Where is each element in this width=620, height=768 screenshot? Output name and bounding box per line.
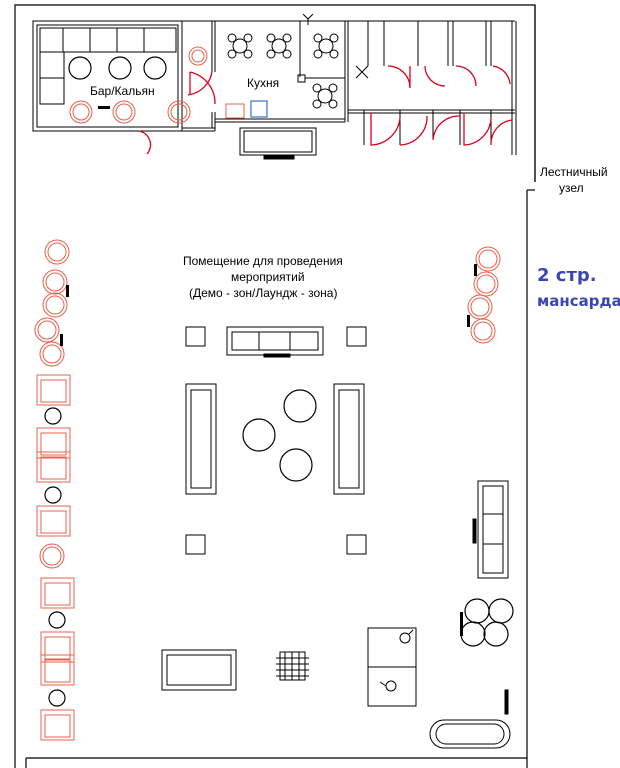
left-stools xyxy=(34,239,70,367)
lounge-sofa-right xyxy=(333,383,365,495)
left-wall-mark-2 xyxy=(60,334,63,346)
left-side-stool xyxy=(39,543,65,569)
tv-console xyxy=(239,127,317,160)
bottom-right-couch xyxy=(429,689,511,749)
kitchen-chairs xyxy=(225,103,245,119)
right-round-tables xyxy=(460,598,514,647)
bar-room-label: Бар/Кальян xyxy=(90,84,155,98)
kitchen-label: Кухня xyxy=(247,76,279,90)
bar-stools xyxy=(69,46,208,124)
hall-label-line3: (Демо - зон/Лаундж - зона) xyxy=(189,286,337,300)
kitchen-fixtures xyxy=(297,13,369,83)
ping-pong-table xyxy=(367,627,417,707)
right-sofa xyxy=(472,480,509,579)
floor-note-line1: 2 стр. xyxy=(537,265,597,286)
right-wall-mark-1 xyxy=(474,264,477,276)
lounge-coffee-tables xyxy=(242,389,317,482)
bar-tables xyxy=(68,56,167,80)
right-wall-mark-2 xyxy=(467,315,470,327)
kitchen-tables xyxy=(227,33,339,109)
stair-label-line1: Лестничный xyxy=(540,165,608,179)
left-armchairs xyxy=(36,374,75,741)
kitchen-fridge xyxy=(250,100,268,118)
floor-note-line2: мансарда xyxy=(537,292,620,310)
hall-label-line2: мероприятий xyxy=(231,270,305,284)
outer-walls xyxy=(14,4,536,768)
right-tables-mark xyxy=(460,612,463,636)
billiard-table xyxy=(161,649,237,691)
lounge-sofa-left xyxy=(185,383,217,495)
bar-counter-mark xyxy=(98,106,110,109)
foosball-table xyxy=(276,651,309,681)
left-wall-mark-1 xyxy=(66,285,69,297)
bar-sofa xyxy=(39,27,177,105)
right-stools xyxy=(467,246,501,344)
columns xyxy=(185,326,367,555)
hall-label-line1: Помещение для проведения xyxy=(183,254,343,268)
top-room-walls xyxy=(32,20,517,155)
doors xyxy=(138,65,513,155)
left-small-tables xyxy=(44,407,66,707)
lounge-sofa-top xyxy=(226,326,324,358)
stair-label-line2: узел xyxy=(559,181,584,195)
